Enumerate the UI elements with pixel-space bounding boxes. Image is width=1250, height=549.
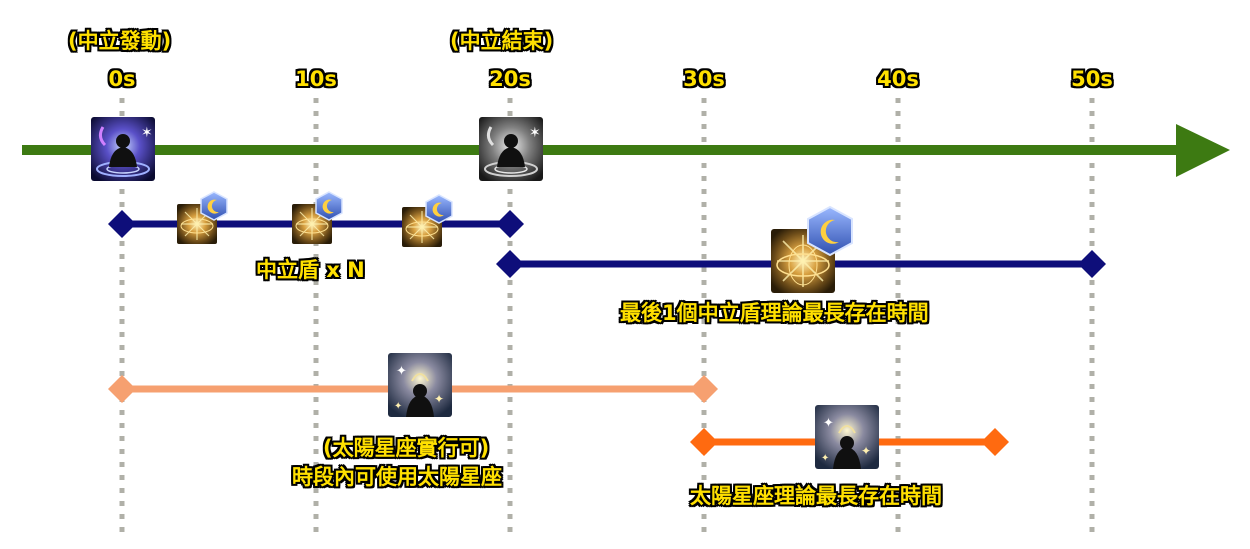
axis-tick-label: 30s [683, 67, 725, 91]
shield-span-label: 中立盾 x N [256, 258, 365, 282]
neutral-sect-icon: ✶ [91, 117, 155, 181]
span-end-diamond [690, 375, 718, 403]
start-marker-label: (中立發動) [68, 29, 172, 53]
span-end-diamond [981, 428, 1009, 456]
moon-badge-icon [200, 191, 228, 221]
svg-text:✦: ✦ [823, 416, 834, 431]
svg-text:✦: ✦ [434, 392, 444, 406]
celestial-window-label-line2: 時段內可使用太陽星座 [292, 465, 502, 489]
span-bars [108, 210, 1106, 456]
end-marker-label: (中立結束) [450, 29, 554, 53]
svg-text:✦: ✦ [821, 453, 829, 464]
moon-badge-icon [315, 191, 343, 221]
span-start-diamond [108, 210, 136, 238]
neutral-sect-end-icon: ✶ [479, 117, 543, 181]
axis-tick-label: 40s [877, 67, 919, 91]
celestial-window-label-line1: (太陽星座實行可) [323, 436, 490, 460]
span-start-diamond [690, 428, 718, 456]
icon-layer: ✶ ✶ [91, 117, 879, 469]
span-start-diamond [496, 250, 524, 278]
last-shield-span-label: 最後1個中立盾理論最長存在時間 [620, 301, 929, 325]
svg-text:✶: ✶ [529, 125, 541, 141]
moon-badge-icon [807, 205, 853, 257]
svg-text:✦: ✦ [861, 444, 871, 458]
axis-tick-label: 10s [295, 67, 337, 91]
timeline-arrowhead [1176, 124, 1230, 177]
moon-badge-icon [425, 194, 453, 224]
main-timeline [22, 124, 1230, 177]
celestial-span-label: 太陽星座理論最長存在時間 [690, 484, 942, 508]
svg-text:✶: ✶ [141, 125, 153, 141]
span-end-diamond [496, 210, 524, 238]
axis-tick-label: 50s [1071, 67, 1113, 91]
span-start-diamond [108, 375, 136, 403]
grid-lines [119, 98, 1095, 540]
svg-text:✦: ✦ [394, 401, 402, 412]
sun-sign-icon: ✦ ✦ ✦ [388, 353, 452, 417]
svg-text:✦: ✦ [396, 364, 407, 379]
span-end-diamond [1078, 250, 1106, 278]
axis-tick-label: 0s [108, 67, 136, 91]
sun-sign-icon: ✦ ✦ ✦ [815, 405, 879, 469]
axis-tick-label: 20s [489, 67, 531, 91]
